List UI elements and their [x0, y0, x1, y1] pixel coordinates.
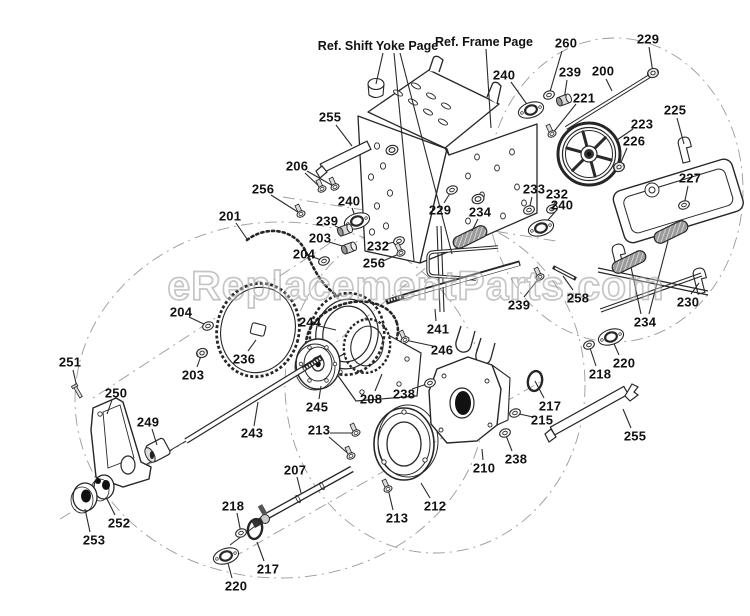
leader-line	[393, 52, 415, 262]
hub-245-part	[294, 338, 341, 391]
washer-part	[446, 185, 458, 195]
rail-230-part	[552, 265, 709, 313]
leader-line	[151, 428, 158, 446]
washer-part	[583, 340, 595, 350]
leader-line	[630, 266, 642, 315]
leader-line	[247, 339, 257, 352]
leader-line	[616, 128, 634, 141]
flange-part	[597, 328, 625, 346]
leader-line	[420, 482, 431, 499]
nut-part	[196, 347, 208, 359]
bolt-part	[294, 203, 306, 218]
rod-255-parts	[315, 140, 639, 443]
oring-217-part	[246, 517, 264, 541]
leader-line	[622, 408, 632, 429]
leader-line	[270, 194, 302, 215]
leader-line	[485, 48, 492, 129]
leader-line	[84, 508, 91, 533]
wheel-part	[556, 121, 622, 187]
leader-line	[318, 325, 337, 331]
washer-part	[424, 378, 436, 388]
leader-line	[375, 52, 384, 85]
leader-line	[548, 50, 563, 96]
sprocket-244-part	[308, 291, 386, 377]
bracket-250-part	[90, 397, 152, 488]
bolt-part	[545, 123, 557, 138]
washer-part	[202, 321, 214, 331]
bolt-part	[381, 478, 393, 493]
nut-part	[613, 161, 625, 173]
bushing-249-part	[144, 437, 171, 463]
leader-line	[105, 496, 116, 516]
bushing-part	[340, 241, 358, 255]
leader-line	[335, 124, 353, 147]
bolt-part	[394, 242, 406, 257]
pulley-212-part	[373, 404, 439, 481]
washer-part	[543, 90, 555, 100]
leader-line	[481, 448, 484, 461]
sprocket-236-part	[215, 281, 301, 379]
bolt-part	[315, 178, 327, 193]
bolt-part	[349, 422, 361, 437]
flange-part	[517, 101, 545, 119]
flange-part	[527, 219, 555, 237]
leader-line	[434, 308, 437, 322]
housing-210-part	[428, 356, 511, 444]
leader-line	[690, 282, 700, 295]
emblem-part	[644, 182, 660, 198]
washer-part	[318, 256, 330, 266]
frame-part	[357, 55, 538, 264]
leader-line	[387, 488, 394, 511]
leader-line	[256, 541, 265, 562]
shift-yoke-part	[385, 225, 521, 365]
leader-line	[471, 218, 479, 232]
bushing-part	[555, 93, 573, 107]
washer-part	[235, 528, 247, 538]
leader-line	[551, 103, 577, 135]
bolt-part	[533, 266, 545, 281]
washer-part	[678, 200, 690, 210]
bolt-part	[328, 176, 340, 191]
leader-line	[404, 339, 434, 347]
washer-part	[393, 236, 405, 246]
leader-line	[605, 78, 613, 92]
leader-line	[374, 373, 383, 392]
leader-line	[399, 52, 453, 255]
leader-line	[676, 117, 685, 145]
yoke-cap-part	[367, 77, 385, 99]
leader-line	[235, 222, 248, 240]
leader-line	[562, 275, 574, 291]
leader-layer	[70, 46, 700, 579]
leader-line	[318, 385, 322, 400]
rod-200-part	[564, 72, 655, 130]
watermark: eReplacementParts.com	[167, 262, 665, 310]
leader-line	[306, 170, 336, 188]
washer-part	[499, 428, 511, 438]
ring-part	[526, 369, 544, 393]
leader-line	[648, 240, 669, 315]
bushing-part	[336, 223, 354, 237]
bolt-part	[344, 445, 356, 460]
washer-part	[546, 204, 558, 214]
bolt-part	[398, 329, 410, 344]
leader-line	[296, 476, 302, 494]
flange-part	[212, 547, 240, 565]
leader-line	[253, 401, 259, 427]
washer-part	[509, 408, 521, 418]
nut-part	[647, 67, 659, 79]
disc-253-part	[70, 482, 98, 514]
leader-line	[106, 399, 113, 415]
washer-part	[523, 205, 535, 215]
pin-part	[70, 383, 83, 399]
